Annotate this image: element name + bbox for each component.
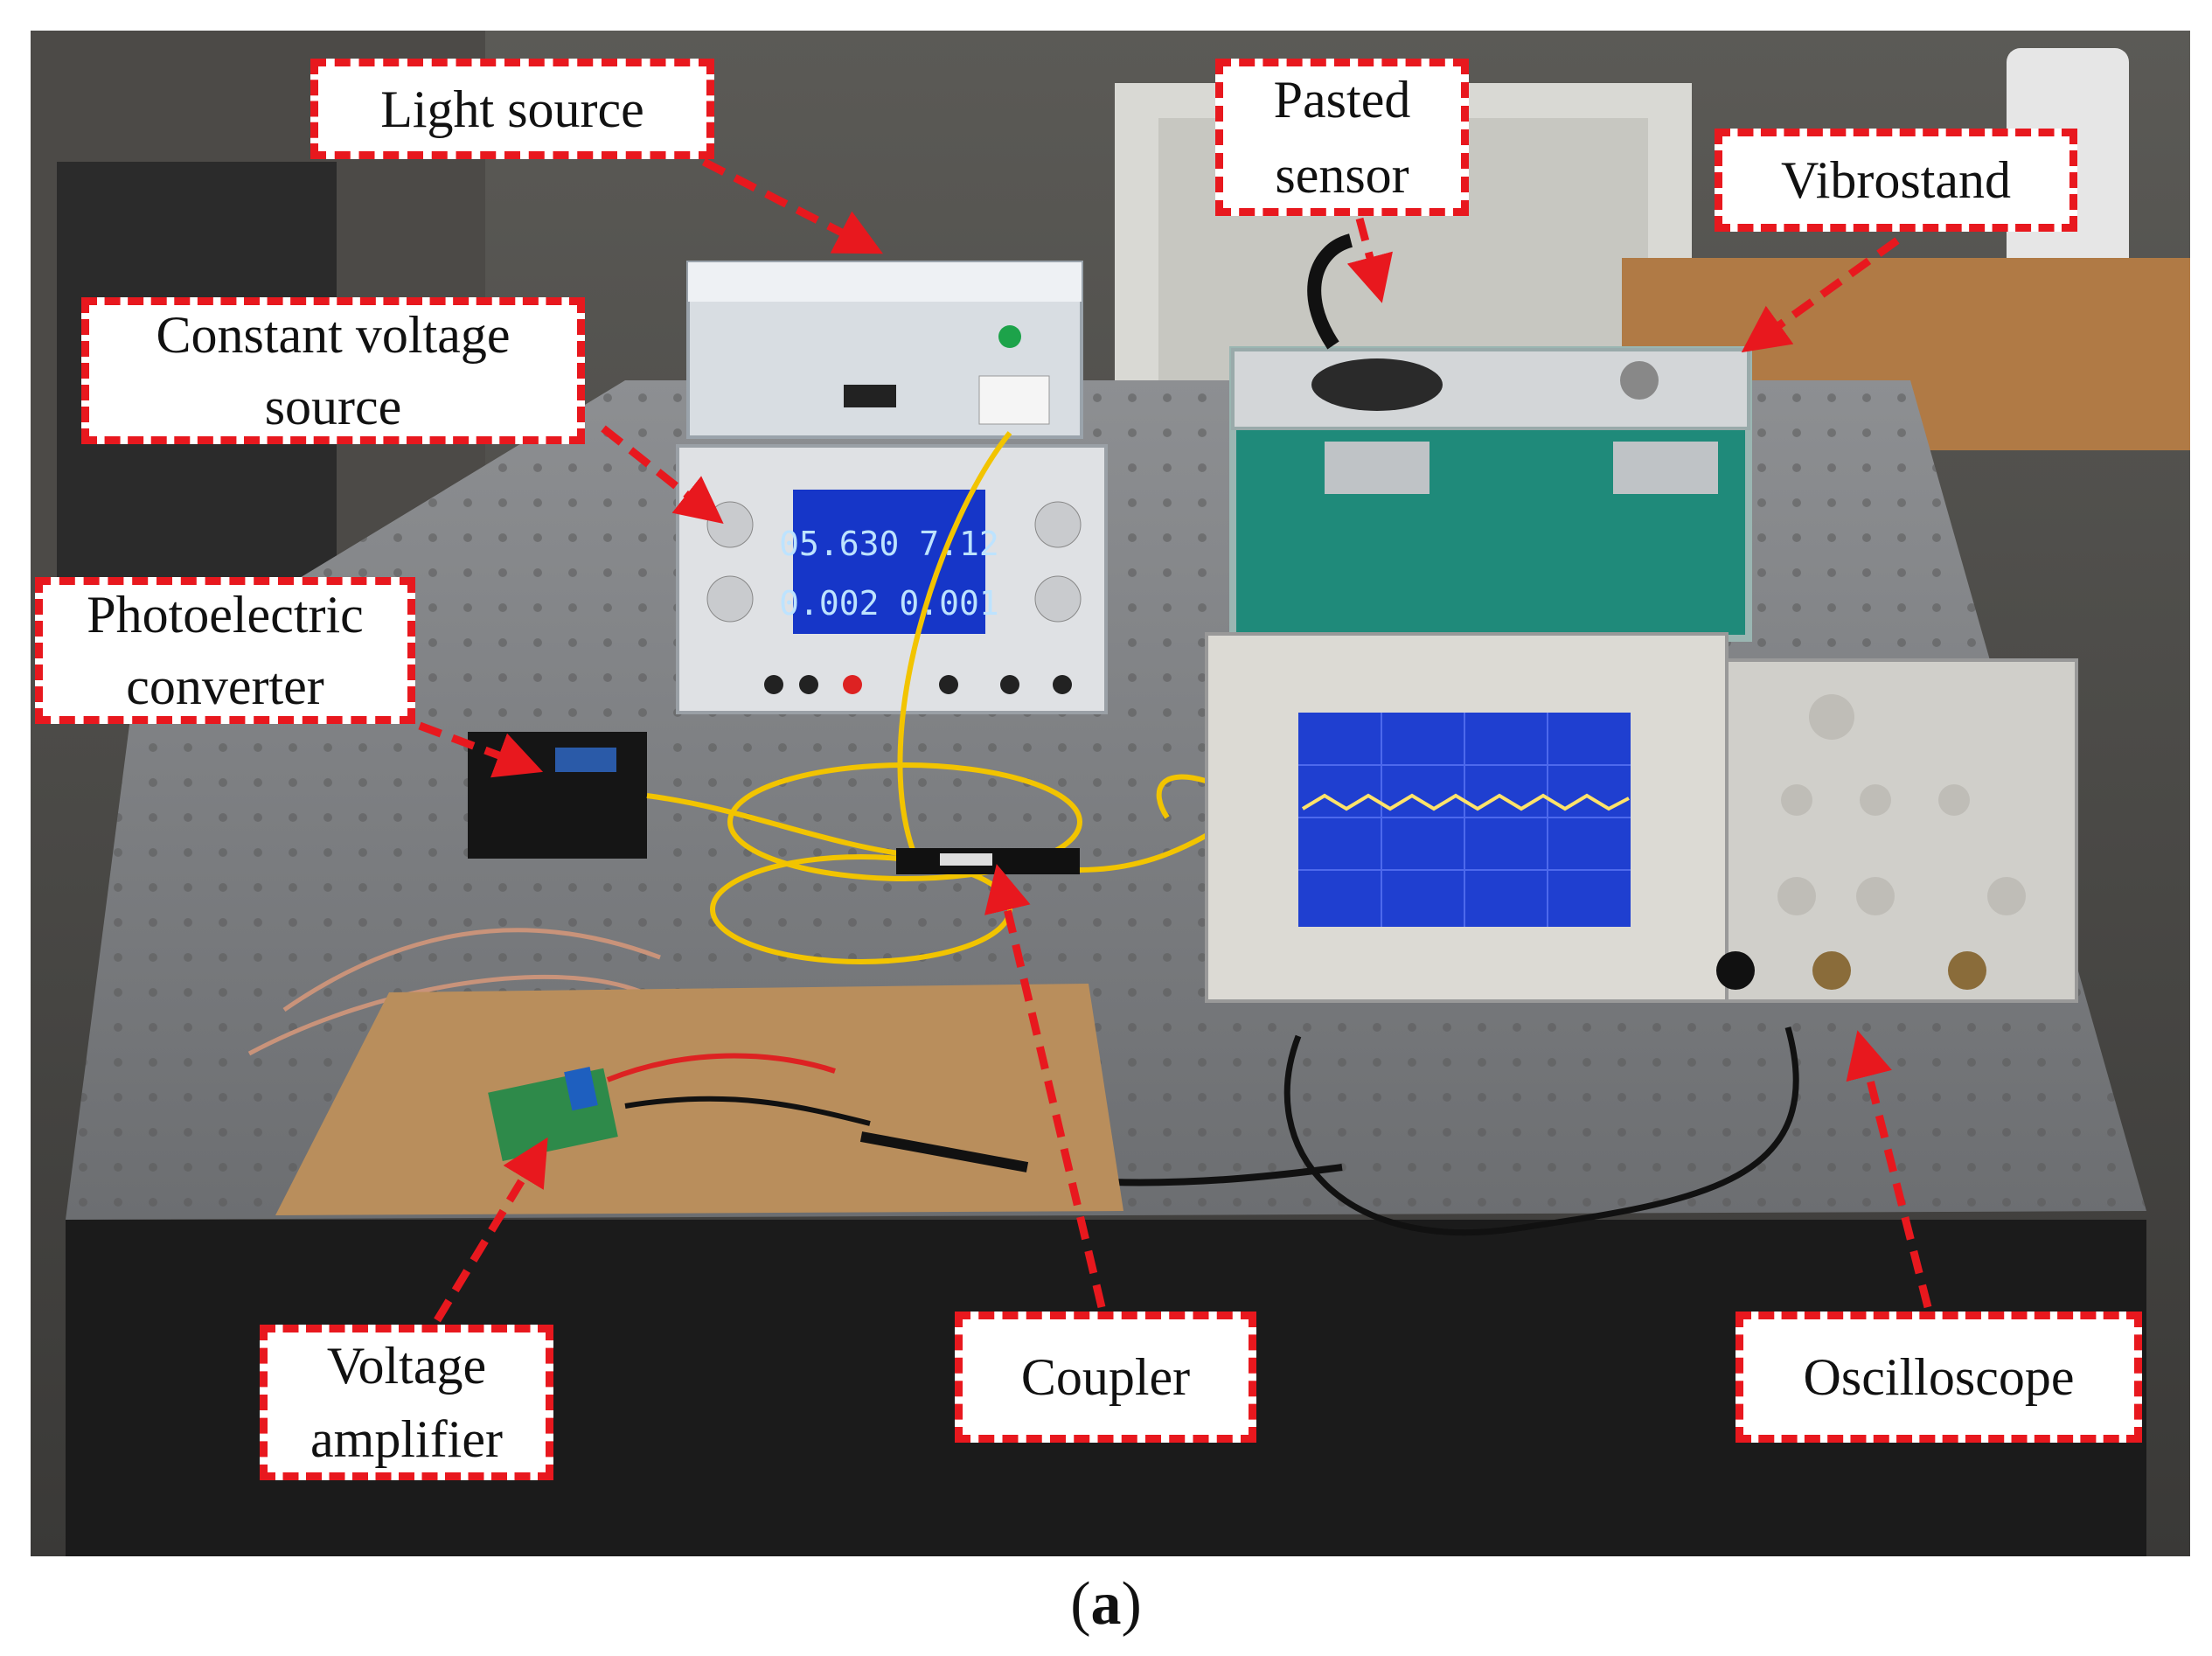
label-oscilloscope-text: Oscilloscope (1803, 1348, 2075, 1406)
coaxial-cables (247, 928, 661, 1056)
scope-waveform (1301, 793, 1630, 811)
label-voltage-amplifier-line1: Voltage (326, 1337, 487, 1395)
oscilloscope-controls (1725, 658, 2078, 1003)
label-oscilloscope: Oscilloscope (1736, 1312, 2142, 1443)
label-vibrostand: Vibrostand (1715, 129, 2077, 232)
label-light-source: Light source (310, 59, 714, 159)
label-photoelectric-converter: Photoelectric converter (35, 577, 415, 724)
figure-caption-close: ) (1121, 1570, 1142, 1638)
label-voltage-amplifier: Voltage amplifier (260, 1325, 553, 1480)
psu-display (793, 490, 985, 634)
label-constant-voltage-line1: Constant voltage (156, 306, 511, 364)
label-photoelectric-line1: Photoelectric (87, 586, 364, 644)
label-photoelectric-line2: converter (126, 658, 324, 715)
figure-caption-open: ( (1070, 1570, 1091, 1638)
figure-caption: (a) (0, 1569, 2212, 1639)
lab-setup-photo: 05.630 7.12 0.002 0.001 (31, 31, 2190, 1556)
label-pasted-sensor-line2: sensor (1275, 146, 1409, 204)
label-light-source-text: Light source (380, 80, 644, 138)
vibrostand-table (1311, 358, 1443, 411)
label-coupler-text: Coupler (1020, 1348, 1191, 1406)
label-vibrostand-text: Vibrostand (1780, 151, 2012, 209)
psu-display-line1: 05.630 7.12 (779, 525, 999, 563)
label-constant-voltage-line2: source (264, 378, 402, 435)
label-pasted-sensor-line1: Pasted (1273, 71, 1411, 129)
psu-display-line2: 0.002 0.001 (779, 584, 999, 623)
label-pasted-sensor: Pasted sensor (1215, 59, 1469, 216)
label-voltage-amplifier-line2: amplifier (310, 1410, 503, 1468)
label-coupler: Coupler (955, 1312, 1256, 1443)
label-constant-voltage-source: Constant voltage source (81, 297, 585, 444)
figure-caption-letter: a (1090, 1570, 1122, 1638)
